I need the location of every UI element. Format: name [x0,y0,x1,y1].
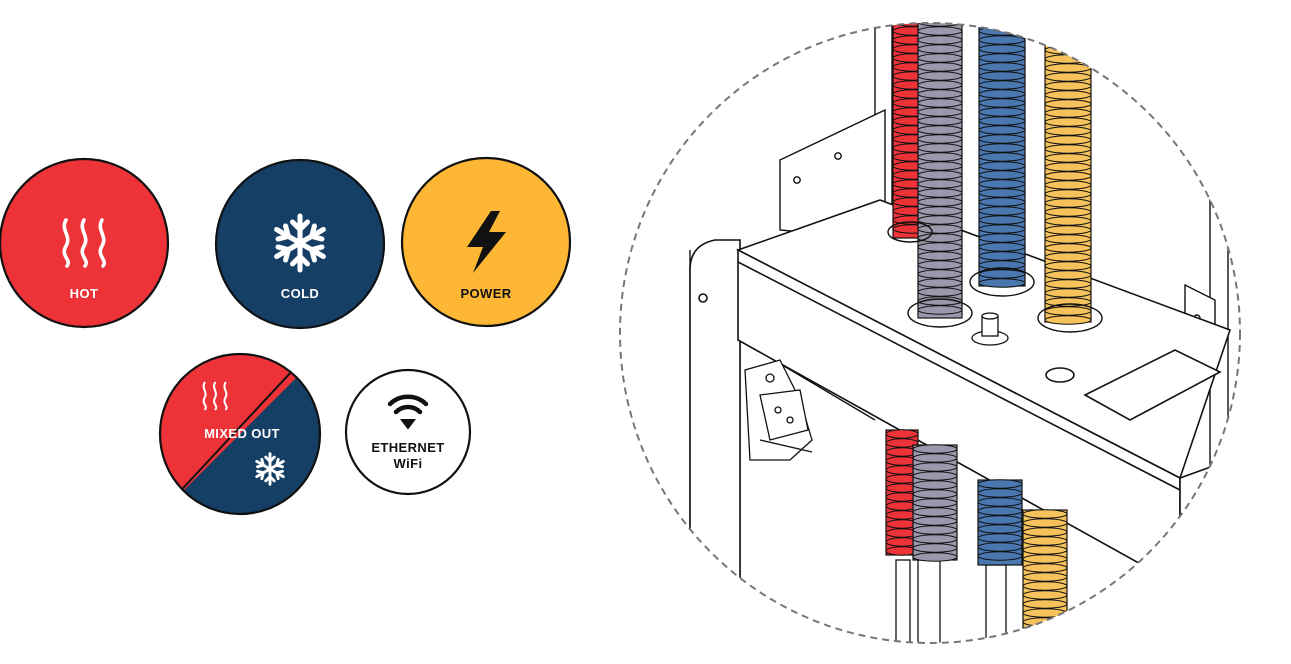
cold-pipe-lower [977,479,1023,566]
hot-label: HOT [70,286,99,301]
power-pipe [1044,23,1092,325]
detail-illustration [619,22,1241,644]
mixed-out-badge: MIXED OUT [158,352,322,516]
wifi-label: WiFi [394,456,423,471]
power-pipe-lower [1022,509,1068,629]
lightning-bolt-icon [467,211,506,273]
hinge-bracket [744,359,813,461]
pipe-fitting [971,312,1009,346]
cold-badge: COLD [214,158,386,330]
lower-corrugated-pipes [885,429,1068,629]
power-badge: POWER [400,156,572,328]
mixed-pipe-lower [912,444,958,562]
cold-label: COLD [281,286,319,301]
pipe-grommets [887,221,1103,333]
power-label: POWER [460,286,511,301]
mixed-pipe [917,23,963,319]
upper-corrugated-pipes [892,23,1092,325]
ethernet-label: ETHERNET [371,440,444,455]
network-badge: ETHERNET WiFi [344,368,472,496]
wifi-icon [387,394,429,430]
side-panel [689,239,741,643]
legend: HOT COLD POWER MIXED OUT [0,156,572,516]
mixed-out-label: MIXED OUT [204,426,280,441]
detail-callout-border [619,22,1241,644]
hot-badge: HOT [0,157,170,329]
cold-pipe [978,23,1026,288]
